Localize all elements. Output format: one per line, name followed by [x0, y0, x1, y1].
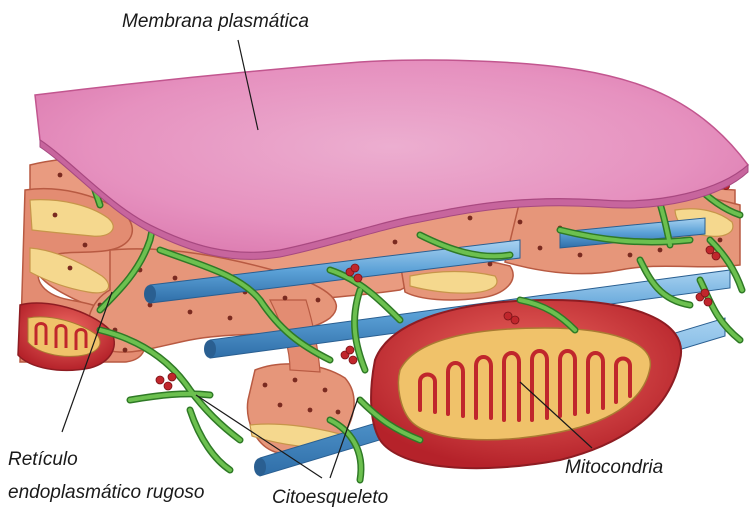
label-rer-line1: Retículo: [8, 448, 78, 472]
label-cytoskeleton: Citoesqueleto: [272, 486, 388, 510]
mitochondrion-main: [371, 300, 681, 468]
label-membrane: Membrana plasmática: [122, 10, 309, 34]
label-mitochondria: Mitocondria: [565, 456, 663, 480]
label-rer-line2: endoplasmático rugoso: [8, 481, 204, 505]
